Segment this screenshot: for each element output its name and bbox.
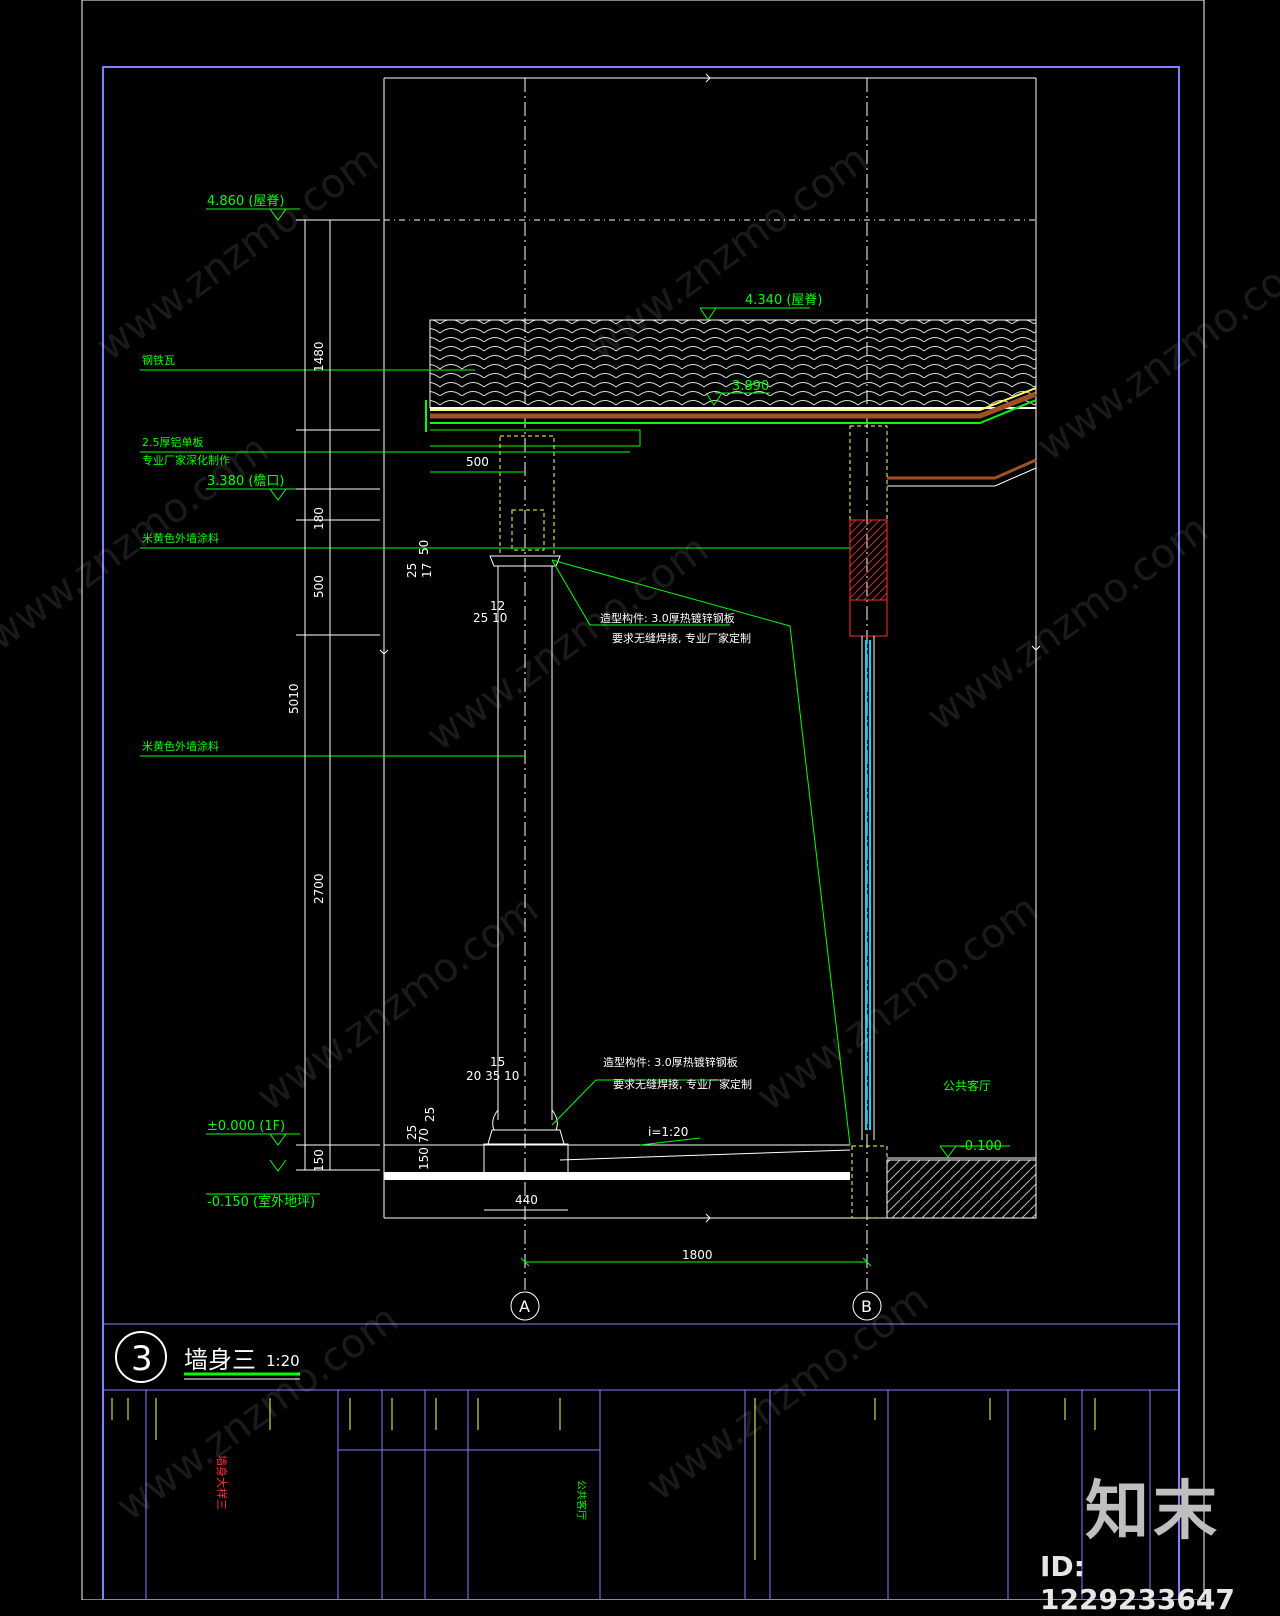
sheet-inner-border (102, 66, 1180, 1600)
axis-lines (520, 78, 872, 1290)
titleblock-room-small: 公共客厅 (575, 1480, 588, 1520)
label-steel-plate: 2.5厚铝单板 (142, 435, 204, 449)
level-3890: 3.890 (732, 379, 769, 394)
level-eave: 3.380 (檐口) (207, 474, 285, 489)
label-paint1: 米黄色外墙涂料 (142, 531, 219, 545)
label-component2-b: 要求无缝焊接, 专业厂家定制 (613, 1077, 752, 1091)
label-component1-b: 要求无缝焊接, 专业厂家定制 (612, 631, 751, 645)
dim-base-25a: 25 (423, 1107, 437, 1122)
dim-150: 150 (312, 1149, 326, 1172)
dim-base-15070: 150 70 (417, 1128, 431, 1170)
dim-cap-17: 17 (420, 563, 434, 578)
level-floor: ±0.000 (1F) (207, 1119, 285, 1134)
wall-right (849, 425, 888, 1219)
axis-b-label: B (861, 1297, 872, 1316)
label-room: 公共客厅 (943, 1078, 991, 1093)
brand-logo: 知末 (1085, 1475, 1221, 1549)
label-factory: 专业厂家深化制作 (142, 453, 230, 467)
title-number-circle (115, 1331, 167, 1383)
titleblock-marks (111, 1398, 1096, 1560)
ground (384, 1144, 1037, 1219)
dim-base-15: 15 (490, 1055, 505, 1069)
level-marks (206, 208, 1010, 1195)
dim-500: 500 (312, 575, 326, 598)
title-scale: 1:20 (266, 1352, 300, 1370)
level-inside: -0.100 (960, 1139, 1002, 1154)
dim-440: 440 (515, 1193, 538, 1207)
title-number: 3 (131, 1339, 153, 1379)
titleblock-red-title: 墙身大样三 (215, 1455, 229, 1510)
dim-1800: 1800 (682, 1248, 713, 1262)
sheet-outer-border (81, 0, 1205, 1600)
dim-1480: 1480 (312, 341, 326, 372)
level-outdoor: -0.150 (室外地坪) (207, 1194, 315, 1210)
label-paint2: 米黄色外墙涂料 (142, 739, 219, 753)
dim-cap-2510: 25 10 (473, 611, 507, 625)
vertical-dims (296, 219, 568, 1211)
label-component2-a: 造型构件: 3.0厚热镀锌钢板 (603, 1055, 738, 1069)
dim-slope: i=1:20 (648, 1125, 688, 1139)
dim-500h: 500 (466, 455, 489, 469)
axis-b-circle (852, 1291, 882, 1321)
title-block (103, 1389, 1179, 1600)
leader-lines (140, 369, 851, 1146)
roof-layers (425, 387, 1037, 487)
level-ridge: 4.860 (屋脊) (207, 194, 285, 209)
axis-a-label: A (519, 1297, 530, 1316)
dim-base-203510: 20 35 10 (466, 1069, 519, 1083)
image-id: ID: 1229233647 (1040, 1550, 1235, 1616)
axis-a-circle (510, 1291, 540, 1321)
level-ridge2: 4.340 (屋脊) (745, 293, 823, 308)
dim-180: 180 (312, 507, 326, 530)
roof-tiles (429, 319, 1037, 409)
label-component1-a: 造型构件: 3.0厚热镀锌钢板 (600, 611, 735, 625)
title-text: 墙身三 (184, 1346, 256, 1374)
dim-5010: 5010 (287, 683, 301, 714)
dim-base-25b: 25 (405, 1125, 419, 1140)
extent-lines (379, 73, 1041, 1223)
dim-cap-25: 25 (405, 563, 419, 578)
dim-cap-12: 12 (490, 599, 505, 613)
drawing-text: 4.860 (屋脊) 4.340 (屋脊) 3.890 3.380 (檐口) ±… (142, 194, 1002, 1316)
dim-cap-50: 50 (417, 540, 431, 555)
label-tile: 钢铁瓦 (142, 354, 175, 367)
dim-2700: 2700 (312, 873, 326, 904)
